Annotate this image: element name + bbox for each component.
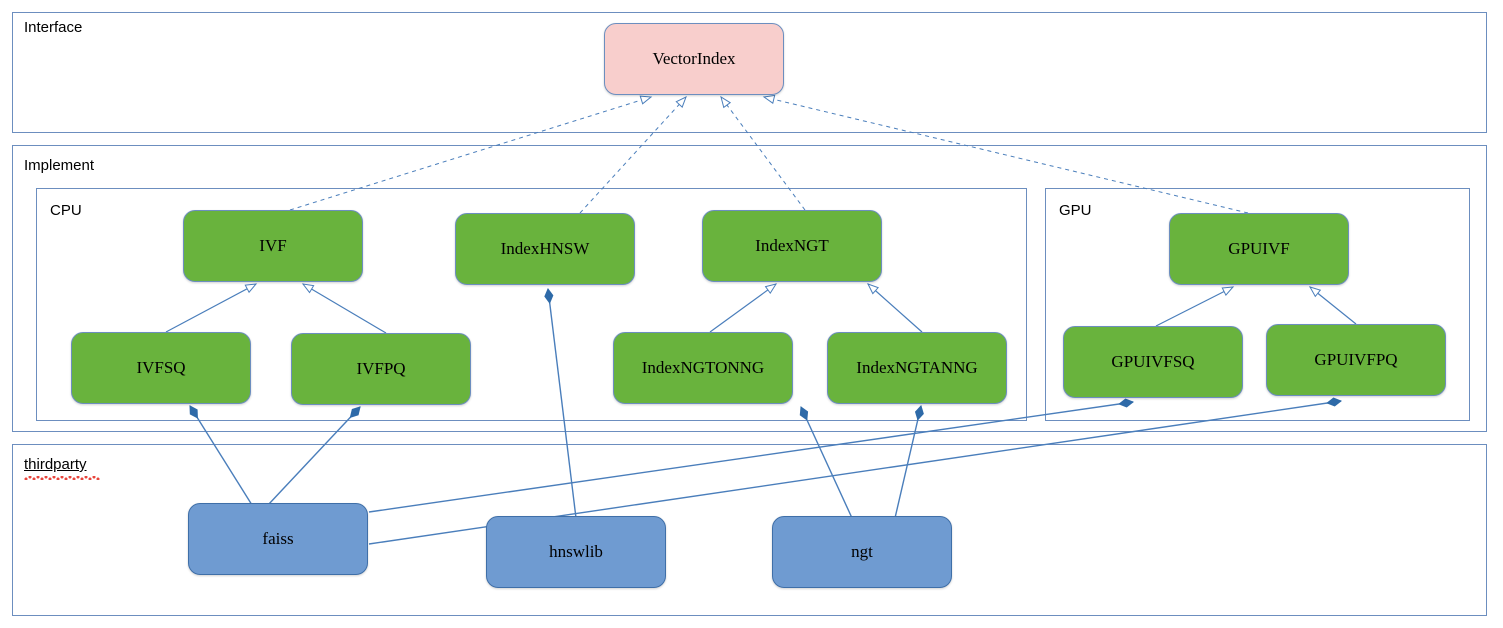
class-node-label-vectorindex: VectorIndex <box>652 48 736 68</box>
class-node-label-indexhnsw: IndexHNSW <box>500 238 590 258</box>
class-node-label-indexngtonng: IndexNGTONNG <box>641 357 765 377</box>
class-node-gpuivfpq[interactable]: GPUIVFPQ <box>1266 324 1446 396</box>
class-node-indexngtanng[interactable]: IndexNGTANNG <box>827 332 1007 404</box>
class-node-label-ngt: ngt <box>851 541 873 561</box>
class-node-indexhnsw[interactable]: IndexHNSW <box>455 213 635 285</box>
class-node-label-gpuivfsq: GPUIVFSQ <box>1111 351 1195 371</box>
class-node-label-indexngt: IndexNGT <box>755 235 829 255</box>
class-node-label-hnswlib: hnswlib <box>549 541 603 561</box>
group-label-interface: Interface <box>24 19 83 36</box>
class-node-ivfpq[interactable]: IVFPQ <box>291 333 471 405</box>
class-node-label-ivfsq: IVFSQ <box>136 357 186 377</box>
spellcheck-underline-thirdparty <box>24 476 100 480</box>
class-node-hnswlib[interactable]: hnswlib <box>486 516 666 588</box>
group-label-implement: Implement <box>24 157 95 174</box>
class-node-indexngtonng[interactable]: IndexNGTONNG <box>613 332 793 404</box>
class-node-gpuivf[interactable]: GPUIVF <box>1169 213 1349 285</box>
class-node-label-gpuivfpq: GPUIVFPQ <box>1314 349 1398 369</box>
class-node-label-ivfpq: IVFPQ <box>356 358 406 378</box>
class-node-label-ivf: IVF <box>259 235 287 255</box>
class-node-faiss[interactable]: faiss <box>188 503 368 575</box>
class-node-vectorindex[interactable]: VectorIndex <box>604 23 784 95</box>
group-label-gpu: GPU <box>1059 202 1092 219</box>
class-node-gpuivfsq[interactable]: GPUIVFSQ <box>1063 326 1243 398</box>
group-label-cpu: CPU <box>50 202 82 219</box>
class-node-label-faiss: faiss <box>262 528 294 548</box>
class-node-ivfsq[interactable]: IVFSQ <box>71 332 251 404</box>
class-node-ivf[interactable]: IVF <box>183 210 363 282</box>
class-node-ngt[interactable]: ngt <box>772 516 952 588</box>
class-node-indexngt[interactable]: IndexNGT <box>702 210 882 282</box>
class-node-label-indexngtanng: IndexNGTANNG <box>856 357 978 377</box>
group-label-thirdparty: thirdparty <box>24 456 87 473</box>
class-node-label-gpuivf: GPUIVF <box>1228 238 1290 258</box>
